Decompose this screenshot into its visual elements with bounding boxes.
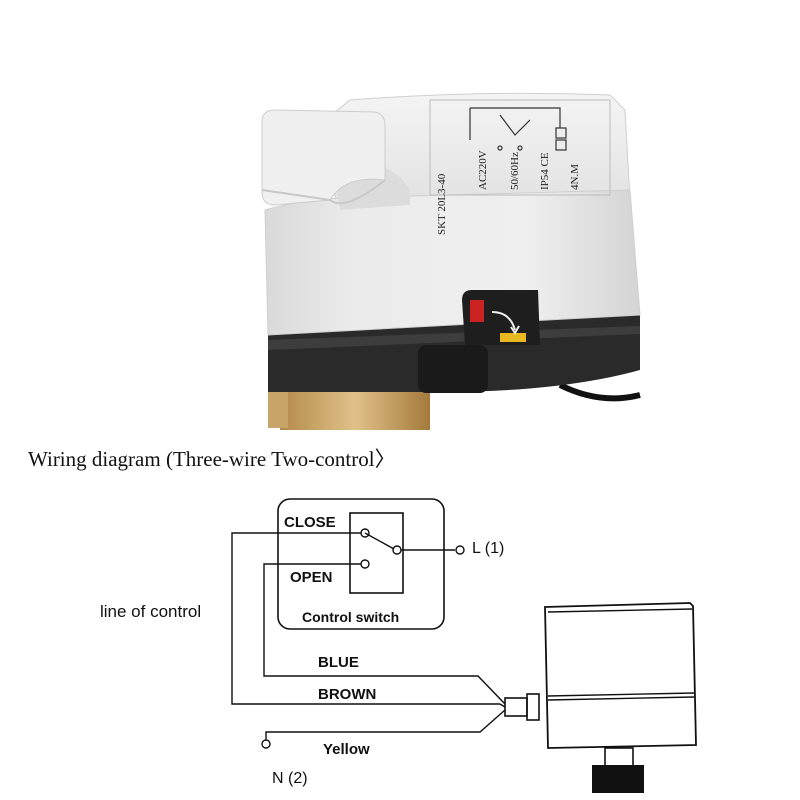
open-label: OPEN bbox=[290, 569, 333, 586]
common-contact bbox=[392, 545, 402, 555]
close-label: CLOSE bbox=[284, 514, 336, 531]
label-line-5: 4N.M bbox=[569, 164, 581, 190]
brown-wire-label: BROWN bbox=[318, 686, 377, 703]
close-indicator bbox=[470, 300, 484, 322]
n-terminal bbox=[261, 739, 271, 749]
base-tab bbox=[418, 345, 488, 393]
l-terminal-label: L (1) bbox=[472, 540, 505, 557]
yellow-wire-label: Yellow bbox=[323, 741, 370, 758]
blue-wire-label: BLUE bbox=[318, 654, 359, 671]
l-terminal bbox=[455, 545, 465, 555]
label-line-4: IP54 CE bbox=[539, 152, 551, 190]
diagram-title: Wiring diagram (Three-wire Two-control〉 bbox=[28, 447, 396, 471]
label-schematic bbox=[469, 107, 567, 151]
label-line-1: SKT 20L3-40 bbox=[436, 173, 448, 235]
label-line-3: 50/60Hz bbox=[509, 152, 521, 190]
line-of-control-label: line of control bbox=[100, 602, 202, 621]
open-indicator bbox=[500, 333, 526, 342]
actuator-base bbox=[268, 315, 640, 393]
product-label: SKT 20L3-40 AC220V 50/60Hz IP54 CE 4N.M bbox=[429, 99, 611, 235]
open-contact bbox=[360, 559, 370, 569]
switch-contact-box bbox=[349, 512, 404, 594]
cable-connector bbox=[504, 697, 528, 717]
brass-valve bbox=[268, 378, 430, 430]
cable bbox=[558, 382, 641, 402]
n-terminal-label: N (2) bbox=[272, 770, 308, 787]
actuator-base-block bbox=[592, 765, 644, 793]
label-line-2: AC220V bbox=[477, 150, 489, 190]
control-switch-label: Control switch bbox=[302, 609, 400, 625]
position-indicator bbox=[462, 290, 540, 345]
open-wire bbox=[263, 563, 506, 705]
rotate-arrow-icon bbox=[491, 311, 516, 331]
yellow-wire bbox=[265, 709, 506, 740]
actuator-outline bbox=[544, 602, 697, 767]
wiring-diagram bbox=[231, 498, 697, 793]
actuator-housing bbox=[261, 92, 641, 336]
actuator-photo: SKT 20L3-40 AC220V 50/60Hz IP54 CE 4N.M bbox=[261, 92, 641, 430]
close-wire bbox=[231, 532, 500, 705]
